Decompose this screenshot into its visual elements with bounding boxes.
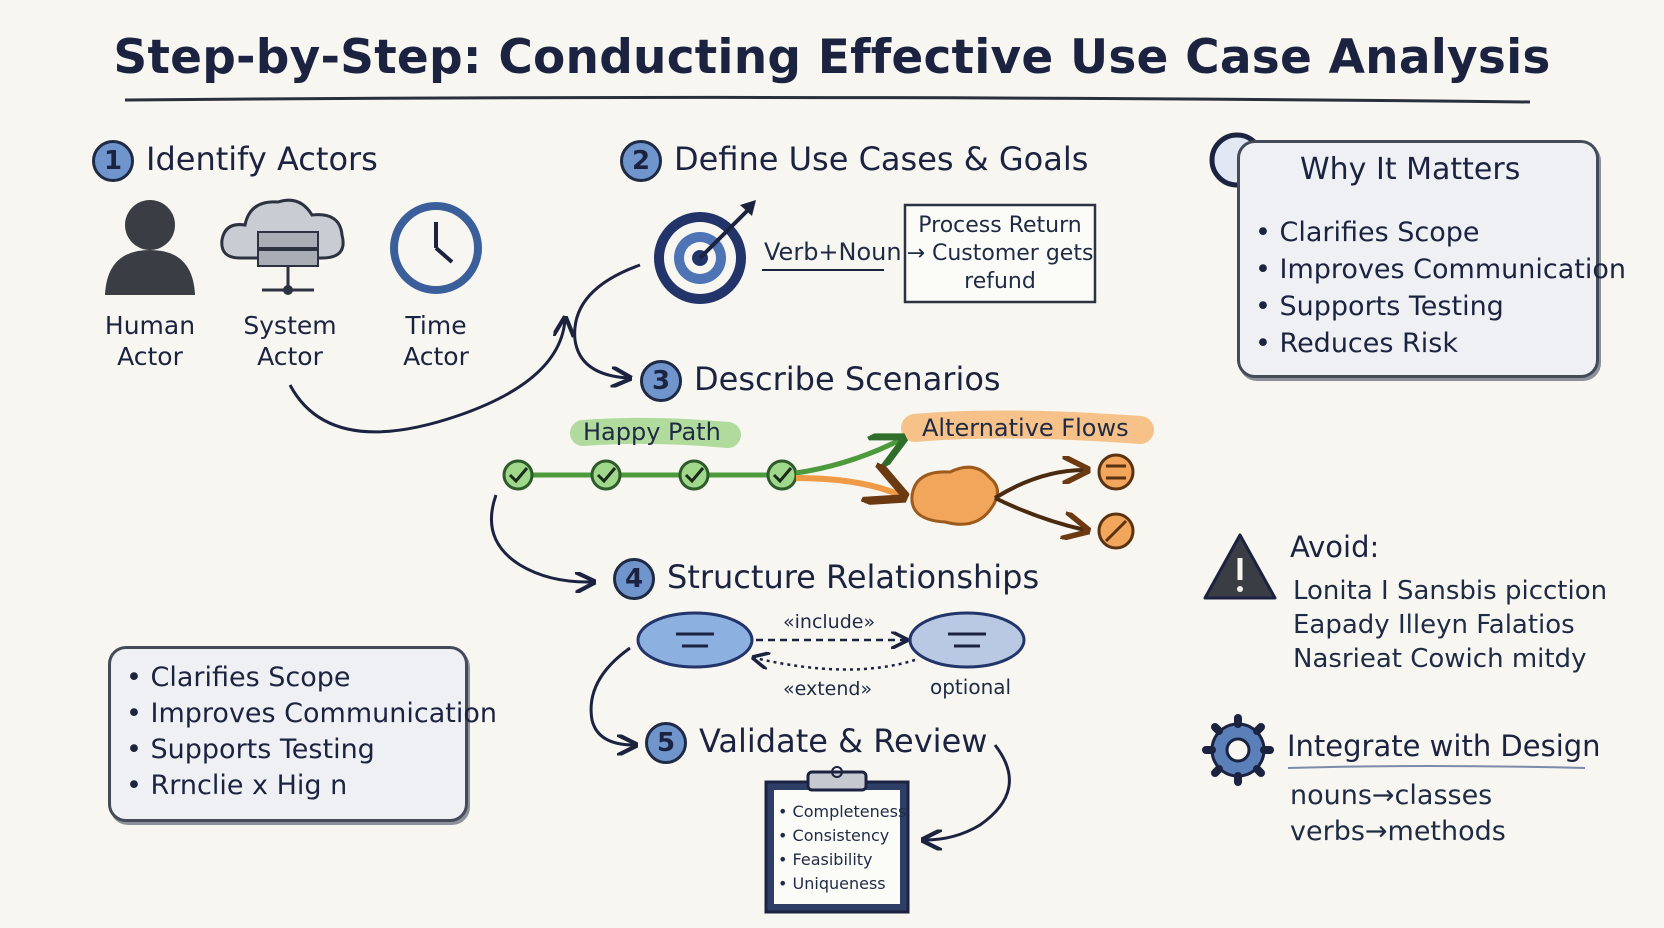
avoid-item: Lonita I Sansbis picction: [1293, 576, 1608, 606]
validation-checklist: • Completeness • Consistency • Feasibili…: [778, 800, 906, 896]
example-line-1: Process Return: [918, 213, 1082, 238]
flow-arrow-usecase-to-scenarios: [573, 263, 641, 378]
example-line-3: refund: [964, 269, 1036, 294]
clock-icon: [390, 202, 482, 294]
step-5-title: Validate & Review: [699, 722, 988, 760]
flow-arrow-validate-to-checklist: [925, 744, 1011, 840]
step-2-title: Define Use Cases & Goals: [674, 140, 1089, 178]
target-icon: [654, 200, 756, 304]
step-3-title: Describe Scenarios: [694, 360, 1001, 398]
example-line-2: → Customer gets: [906, 241, 1094, 266]
avoid-title: Avoid:: [1290, 530, 1380, 564]
list-item: Clarifies Scope: [1255, 214, 1626, 251]
example-box: [903, 203, 1097, 304]
alt-flow-blob: [910, 465, 999, 526]
checklist-item: • Feasibility: [778, 850, 873, 869]
actor-human-line1: Human: [104, 311, 196, 340]
step-2-number: 2: [620, 140, 662, 182]
integrate-item: verbs→methods: [1290, 816, 1506, 847]
list-item: Reduces Risk: [1255, 325, 1626, 362]
checklist-item-text: Completeness: [792, 802, 907, 821]
list-item: Clarifies Scope: [126, 660, 497, 696]
extend-arrow: [755, 658, 916, 671]
step-4-number: 4: [613, 558, 655, 600]
integrate-title: Integrate with Design: [1287, 729, 1601, 763]
integrate-underline: [1287, 765, 1586, 769]
list-item: Improves Communication: [126, 696, 497, 732]
list-item: Improves Communication: [1255, 251, 1626, 288]
actor-time-label: Time Actor: [381, 310, 491, 372]
checklist-item-text: Feasibility: [792, 850, 873, 869]
flow-arrow-relationships-to-validate: [589, 646, 634, 745]
usecase-ellipse-extension: [908, 611, 1026, 669]
checklist-item-text: Uniqueness: [792, 874, 886, 893]
step-4-heading: 4 Structure Relationships: [613, 558, 1039, 600]
step-1-number: 1: [92, 140, 134, 182]
actor-human-label: Human Actor: [95, 310, 205, 372]
warning-icon: [1203, 533, 1277, 600]
step-5-heading: 5 Validate & Review: [645, 722, 987, 764]
check-icon: [590, 459, 622, 491]
why-it-matters-title: Why It Matters: [1300, 152, 1521, 187]
check-icon: [766, 459, 798, 491]
happy-path-label: Happy Path: [583, 418, 721, 446]
alt-end-icon: [1097, 453, 1135, 491]
checklist-item-text: Consistency: [792, 826, 890, 845]
extend-label: «extend»: [783, 678, 873, 700]
list-item: Rrnclie x Hig n: [126, 768, 497, 804]
actor-system-label: System Actor: [235, 310, 345, 372]
check-icon: [502, 459, 534, 491]
happy-path-highlight: [570, 417, 741, 448]
clipboard-icon: [764, 766, 910, 914]
avoid-list: Lonita I Sansbis picction Eapady Illeyn …: [1293, 574, 1607, 676]
list-item: Supports Testing: [126, 732, 497, 768]
checklist-item: • Uniqueness: [778, 874, 886, 893]
summary-list: Clarifies Scope Improves Communication S…: [126, 660, 497, 804]
step-4-title: Structure Relationships: [667, 558, 1040, 596]
step-1-title: Identify Actors: [146, 140, 378, 178]
avoid-item: Nasrieat Cowich mitdy: [1293, 644, 1587, 674]
actor-human-line2: Actor: [117, 342, 183, 371]
check-icon: [678, 459, 710, 491]
server-cloud-icon: [220, 198, 345, 295]
step-3-number: 3: [640, 360, 682, 402]
page-title: Step-by-Step: Conducting Effective Use C…: [113, 30, 1551, 85]
integrate-list: nouns→classes verbs→methods: [1290, 778, 1506, 850]
integrate-item: nouns→classes: [1290, 780, 1493, 811]
actor-system-line2: Actor: [257, 342, 323, 371]
usecase-ellipse-base: [636, 611, 754, 669]
actor-system-line1: System: [243, 311, 337, 340]
alt-flows-highlight: [901, 410, 1154, 444]
person-icon: [105, 200, 195, 295]
avoid-item: Eapady Illeyn Falatios: [1293, 610, 1575, 640]
list-item: Supports Testing: [1255, 288, 1626, 325]
actor-time-line1: Time: [405, 311, 467, 340]
alt-flows-label: Alternative Flows: [922, 414, 1129, 442]
step-3-heading: 3 Describe Scenarios: [640, 360, 1001, 402]
step-1-heading: 1 Identify Actors: [92, 140, 378, 182]
verb-noun-label: Verb+Noun: [764, 238, 902, 266]
flow-arrow-actors-to-usecase: [288, 320, 565, 434]
flow-arrow-scenarios-to-relationships: [489, 494, 592, 582]
optional-label: optional: [930, 675, 1012, 699]
step-5-number: 5: [645, 722, 687, 764]
checklist-item: • Consistency: [778, 826, 890, 845]
actor-time-line2: Actor: [403, 342, 469, 371]
step-2-heading: 2 Define Use Cases & Goals: [620, 140, 1088, 182]
happy-path-steps: [502, 459, 798, 491]
why-it-matters-list: Clarifies Scope Improves Communication S…: [1255, 214, 1626, 362]
gear-icon: [1202, 714, 1274, 786]
checklist-item: • Completeness: [778, 802, 907, 821]
title-underline: [124, 95, 1531, 104]
example-text: Process Return → Customer gets refund: [905, 212, 1095, 296]
include-label: «include»: [783, 611, 876, 633]
cancel-icon: [1097, 512, 1135, 550]
